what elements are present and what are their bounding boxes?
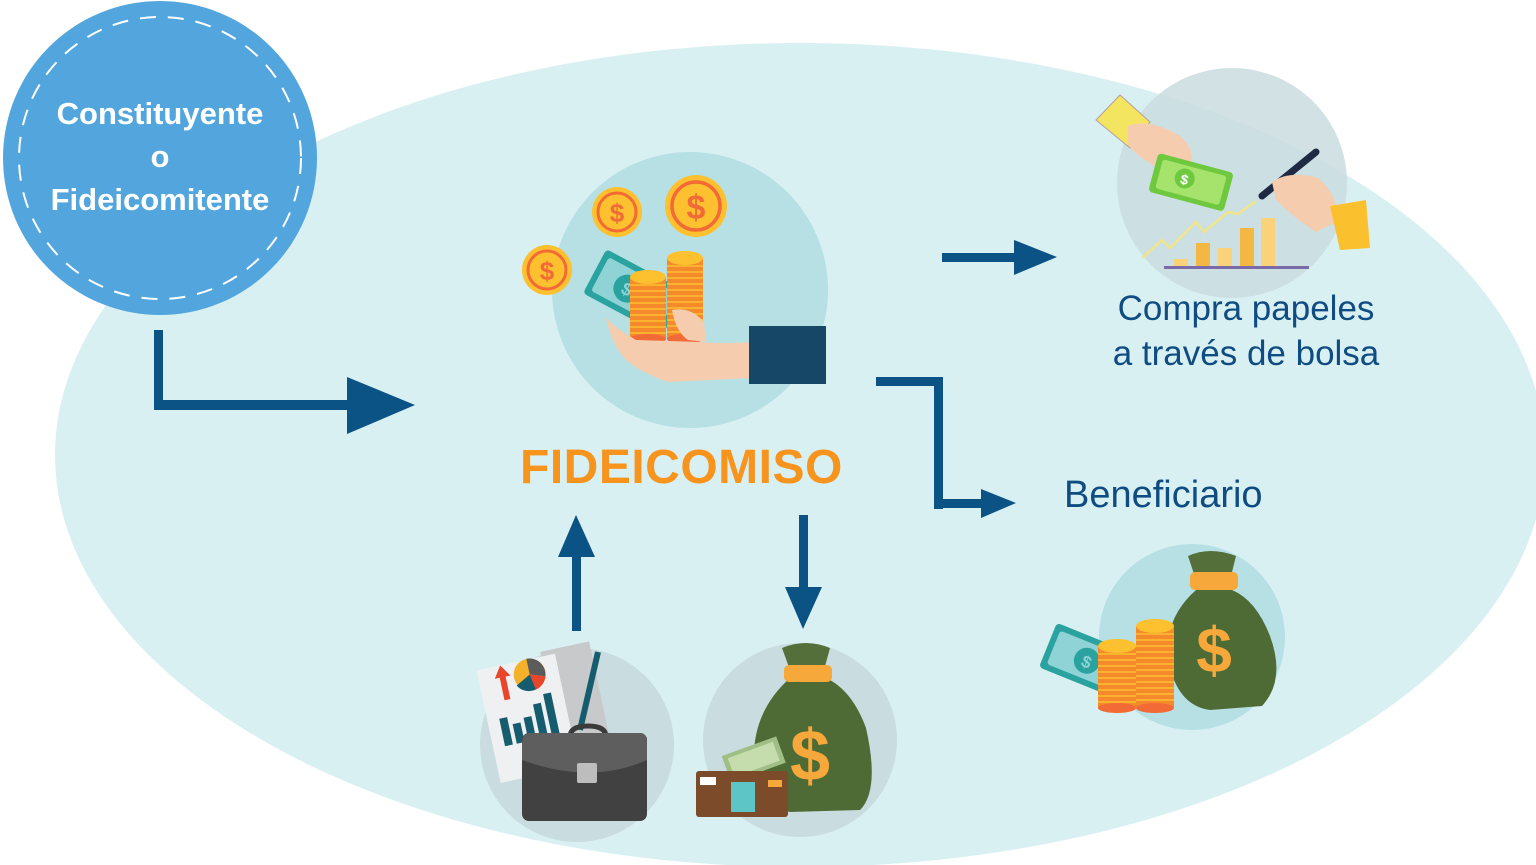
coin-icon: $ (592, 187, 642, 237)
arrow-aportes-to-fideicomiso (558, 515, 595, 631)
svg-text:$: $ (610, 198, 625, 228)
arrow-fideicomiso-to-rendimientos (785, 515, 822, 629)
svg-text:$: $ (790, 716, 830, 796)
compra-line-2: a través de bolsa (1112, 334, 1380, 373)
briefcase-reports-icon (476, 641, 674, 842)
fideicomiso-label: FIDEICOMISO (520, 441, 843, 494)
compra-papeles-label: Compra papeles a través de bolsa (1096, 286, 1396, 376)
hand-icon (606, 309, 826, 384)
pencil-icon (577, 651, 601, 731)
money-bag-wallet-icon: $ (696, 643, 897, 837)
svg-text:$: $ (540, 256, 555, 286)
arrow-fideicomiso-to-compra (942, 240, 1057, 275)
stock-trading-icon: $ (1095, 68, 1370, 298)
dashed-ring (18, 16, 302, 300)
arrow-constituyente-to-fideicomiso (154, 330, 415, 434)
constituyente-line-2: o (150, 139, 170, 174)
beneficiario-label: Beneficiario (1064, 474, 1263, 516)
constituyente-line-3: Fideicomitente (50, 182, 270, 217)
money-bag-coins-icon: $ $ (1040, 544, 1285, 730)
arrow-fideicomiso-to-beneficiario (876, 377, 1016, 518)
svg-text:$: $ (1179, 171, 1191, 189)
constituyente-line-1: Constituyente (56, 96, 264, 131)
svg-text:$: $ (1196, 614, 1232, 686)
constituyente-node (3, 1, 317, 315)
coin-stack-icon (1098, 619, 1174, 713)
wallet-icon (696, 736, 788, 817)
coin-icon: $ (522, 245, 572, 295)
coin-icon: $ (665, 175, 727, 237)
hand-writing-icon (1258, 148, 1370, 250)
hand-giving-money-icon: $ (1095, 94, 1233, 211)
money-bag-icon: $ (1167, 551, 1277, 710)
growth-chart-icon (1141, 199, 1309, 269)
compra-line-1: Compra papeles (1117, 289, 1375, 328)
hand-with-coins-icon: $ $ $ $ (522, 152, 828, 428)
constituyente-label: Constituyente o Fideicomitente (10, 92, 310, 221)
svg-text:$: $ (687, 189, 706, 227)
